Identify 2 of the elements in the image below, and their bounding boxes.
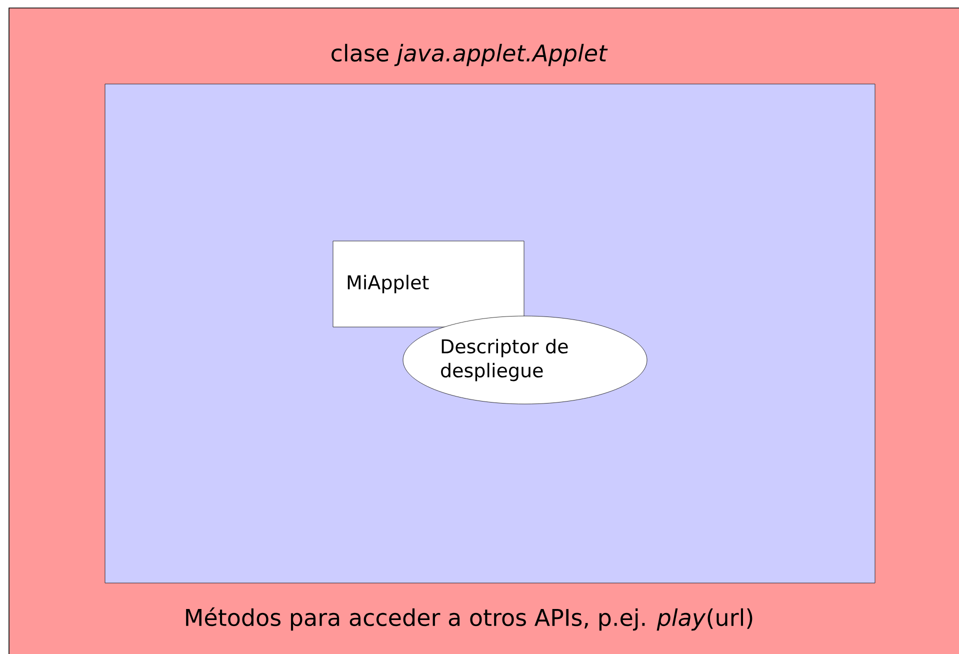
class-box: MiApplet <box>332 240 524 328</box>
inner-box <box>104 84 876 584</box>
